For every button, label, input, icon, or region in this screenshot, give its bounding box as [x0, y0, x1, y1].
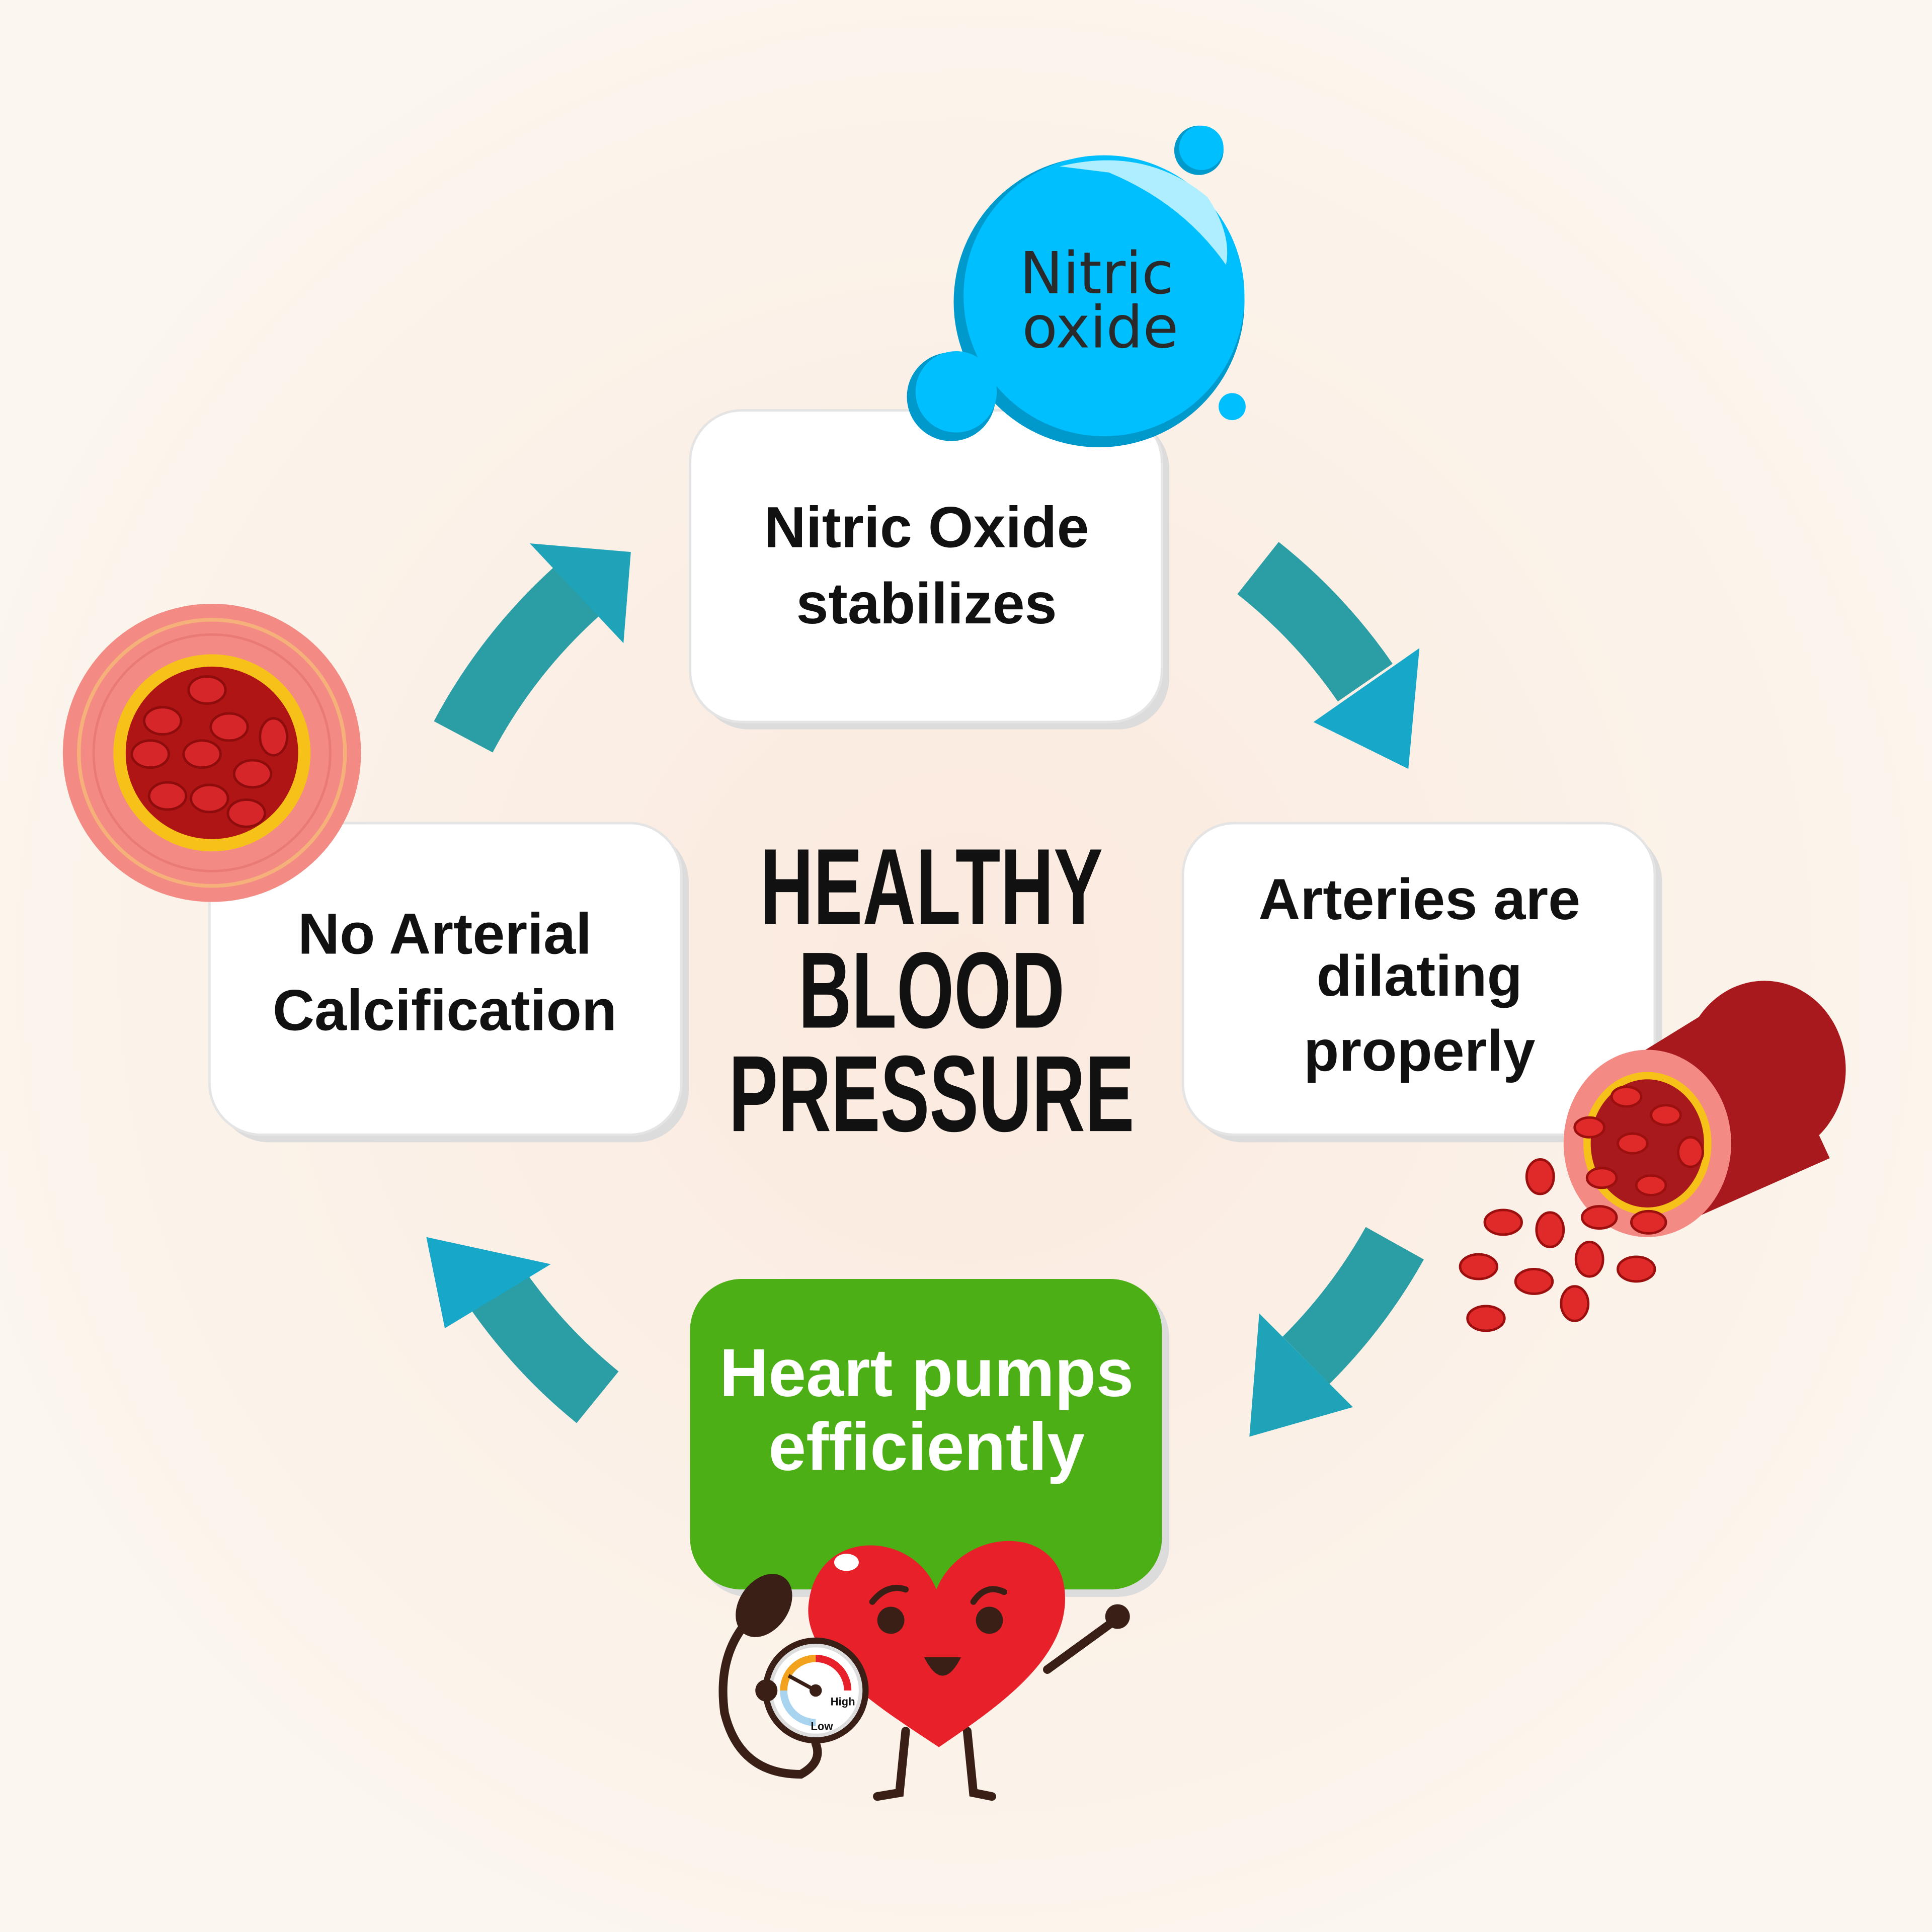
bubble-text: oxide	[1022, 294, 1179, 362]
step-text: Nitric Oxide	[764, 495, 1089, 559]
blood-pressure-gauge-icon: High Low	[755, 1637, 869, 1744]
gauge-high-label: High	[831, 1695, 855, 1708]
step-text: Arteries are	[1258, 867, 1580, 932]
arrow-bottom-left	[426, 1237, 619, 1423]
center-title: HEALTHY BLOOD PRESSURE	[729, 827, 1134, 1155]
nitric-oxide-bubble-icon: Nitric oxide	[907, 125, 1246, 447]
step-text: stabilizes	[796, 572, 1057, 636]
title-line: PRESSURE	[729, 1033, 1134, 1155]
cycle-arrows	[426, 542, 1424, 1437]
bubble-text: Nitric	[1020, 240, 1174, 307]
artery-vessel-icon	[1459, 981, 1846, 1332]
step-text: efficiently	[768, 1409, 1085, 1485]
heart-character-icon: High Low	[718, 1541, 1130, 1801]
step-text: Heart pumps	[719, 1335, 1134, 1411]
arrow-top-right	[1237, 542, 1420, 769]
step-box-heart-pumps: Heart pumps efficiently	[690, 1279, 1170, 1597]
step-text: properly	[1304, 1019, 1536, 1083]
healthy-artery-cross-section-icon	[62, 604, 361, 902]
step-box-arteries: Arteries are dilating properly	[1181, 822, 1662, 1143]
step-text: Calcification	[273, 978, 617, 1042]
arrow-bottom-right	[1249, 1227, 1424, 1437]
step-text: dilating	[1317, 944, 1522, 1008]
gauge-low-label: Low	[811, 1720, 833, 1732]
step-text: No Arterial	[298, 902, 592, 967]
arrow-top-left	[434, 543, 631, 753]
title-line: BLOOD	[798, 930, 1065, 1051]
step-box-no-calcification: No Arterial Calcification	[208, 822, 689, 1143]
step-box-nitric-oxide: Nitric Oxide stabilizes	[688, 409, 1170, 730]
title-line: HEALTHY	[760, 827, 1103, 948]
